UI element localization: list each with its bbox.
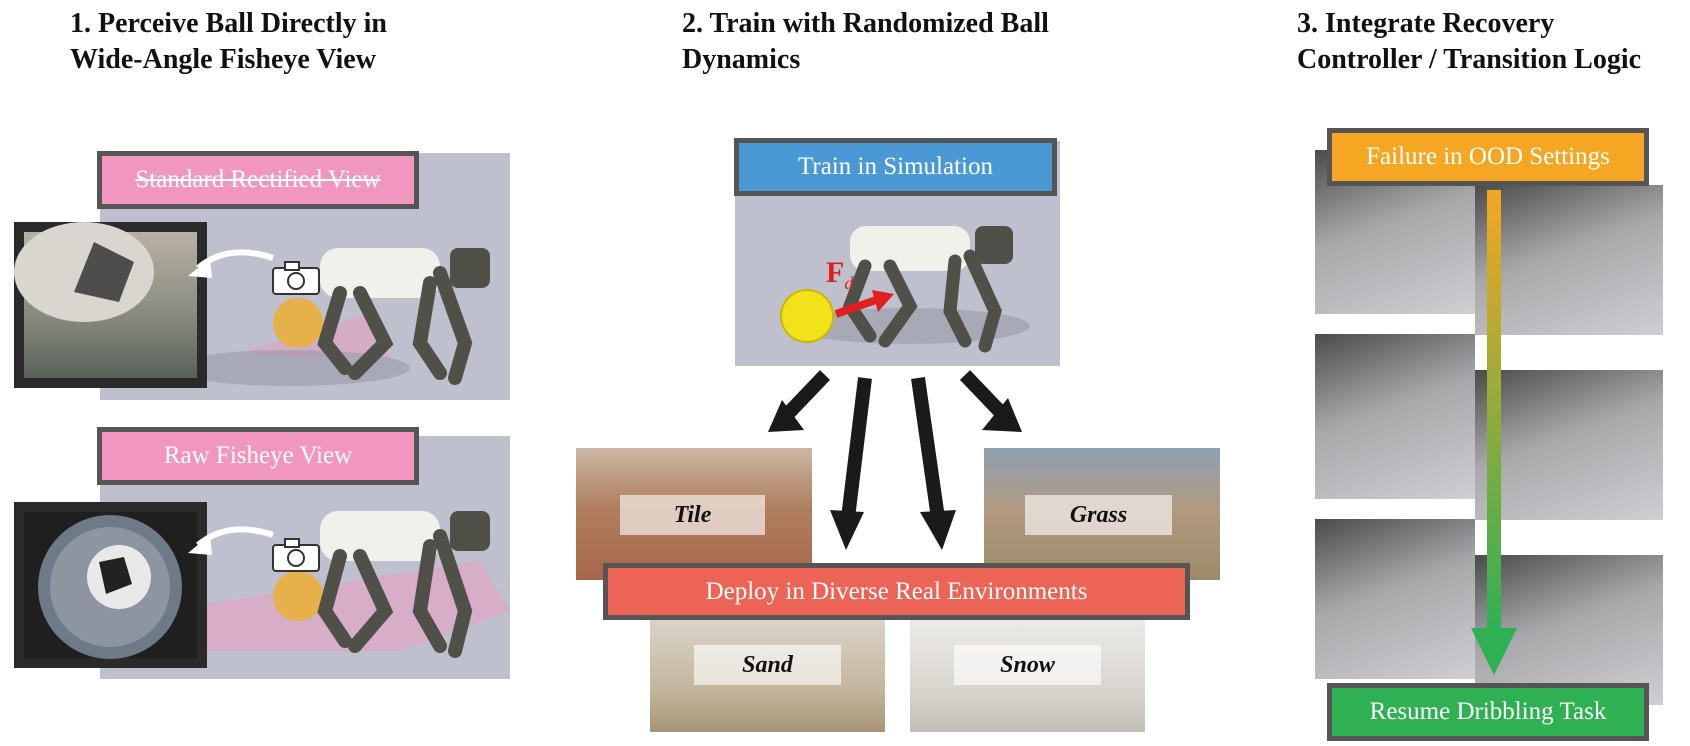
view-arrow-bottom bbox=[188, 526, 274, 555]
fisheye-ball-image bbox=[38, 515, 182, 659]
resume-scene-1 bbox=[1315, 519, 1475, 679]
fisheye-camera-photo bbox=[14, 502, 207, 668]
deploy-label: Deploy in Diverse Real Environments bbox=[603, 563, 1190, 620]
view-arrow-top bbox=[188, 249, 274, 278]
robot-rectified-illustration bbox=[170, 248, 490, 386]
failure-ood-label: Failure in OOD Settings bbox=[1327, 128, 1649, 186]
column-2-title: 2. Train with Randomized Ball Dynamics bbox=[682, 8, 1049, 75]
grass-label: Grass bbox=[1025, 495, 1172, 535]
recovery-scene-1 bbox=[1315, 334, 1475, 499]
tile-label: Tile bbox=[620, 495, 765, 535]
rectified-view-label: Standard Rectified View bbox=[97, 151, 419, 209]
column-1-title: 1. Perceive Ball Directly in Wide-Angle … bbox=[70, 8, 387, 75]
force-label: Fd bbox=[826, 256, 854, 293]
recovery-scene-2 bbox=[1475, 370, 1663, 520]
simulation-robot-illustration bbox=[780, 226, 1030, 353]
snow-label: Snow bbox=[954, 645, 1101, 685]
deploy-arrows bbox=[768, 370, 1022, 550]
robot-fisheye-illustration bbox=[160, 511, 510, 658]
camera-icon-bottom bbox=[271, 537, 321, 573]
disturbance-force-arrow bbox=[834, 290, 894, 318]
sand-label: Sand bbox=[694, 645, 841, 685]
camera-icon-top bbox=[271, 260, 321, 296]
column-3-title: 3. Integrate Recovery Controller / Trans… bbox=[1297, 8, 1642, 75]
rectified-ball-image bbox=[14, 222, 154, 322]
failure-scene-2 bbox=[1475, 185, 1663, 335]
rectified-camera-photo bbox=[14, 222, 207, 388]
fisheye-view-label: Raw Fisheye View bbox=[97, 427, 419, 485]
resume-dribbling-label: Resume Dribbling Task bbox=[1327, 683, 1649, 741]
recovery-transition-arrow bbox=[1471, 190, 1517, 675]
train-in-simulation-label: Train in Simulation bbox=[734, 138, 1057, 196]
